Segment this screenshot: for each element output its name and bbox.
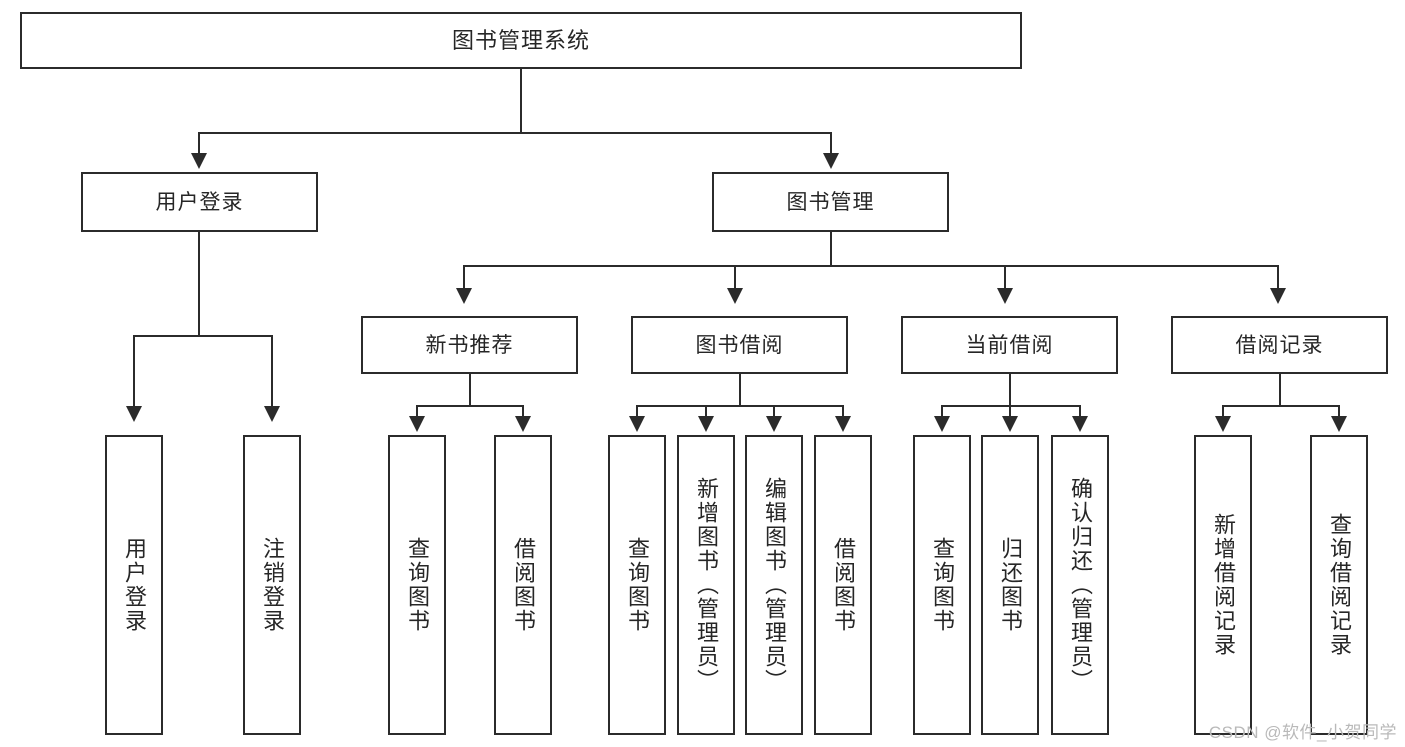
- connector-current-borrow-drop-2: [1009, 405, 1011, 417]
- connector-book-manage-drop-2: [734, 265, 736, 289]
- connector-user-login-drop-2: [271, 335, 273, 407]
- connector-user-login-stem: [198, 232, 200, 336]
- arrow-to-leaf-user-login: [126, 406, 142, 422]
- connector-borrow-record-drop-2: [1338, 405, 1340, 417]
- leaf-label: 编辑图书（管理员）: [761, 477, 787, 693]
- leaf-cb-confirm-return[interactable]: 确认归还（管理员）: [1051, 435, 1109, 735]
- arrow-to-leaf-br-1: [1215, 416, 1231, 432]
- node-root-system[interactable]: 图书管理系统: [20, 12, 1022, 69]
- leaf-label: 查询图书: [404, 537, 430, 633]
- connector-current-borrow-bus: [941, 405, 1081, 407]
- connector-new-book-drop-2: [522, 405, 524, 417]
- arrow-to-current-borrow: [997, 288, 1013, 304]
- arrow-to-leaf-bb-1: [629, 416, 645, 432]
- leaf-label: 借阅图书: [830, 537, 856, 633]
- node-label: 图书借阅: [695, 333, 784, 357]
- arrow-to-leaf-cb-1: [934, 416, 950, 432]
- leaf-bb-query-book[interactable]: 查询图书: [608, 435, 666, 735]
- arrow-to-book-borrow: [727, 288, 743, 304]
- leaf-logout[interactable]: 注销登录: [243, 435, 301, 735]
- connector-borrow-record-drop-1: [1222, 405, 1224, 417]
- node-label: 借阅记录: [1235, 333, 1324, 357]
- arrow-to-leaf-cb-2: [1002, 416, 1018, 432]
- leaf-label: 注销登录: [259, 537, 285, 633]
- leaf-label: 新增图书（管理员）: [693, 477, 719, 693]
- node-label: 图书管理: [786, 190, 875, 214]
- arrow-to-leaf-cb-3: [1072, 416, 1088, 432]
- connector-book-borrow-drop-3: [773, 405, 775, 417]
- arrow-to-new-book-recommend: [456, 288, 472, 304]
- connector-new-book-drop-1: [416, 405, 418, 417]
- leaf-bb-edit-book[interactable]: 编辑图书（管理员）: [745, 435, 803, 735]
- arrow-to-leaf-bb-3: [766, 416, 782, 432]
- node-book-manage[interactable]: 图书管理: [712, 172, 949, 232]
- connector-borrow-record-stem: [1279, 374, 1281, 406]
- leaf-bb-borrow-book[interactable]: 借阅图书: [814, 435, 872, 735]
- leaf-cb-query-book[interactable]: 查询图书: [913, 435, 971, 735]
- arrow-to-borrow-record: [1270, 288, 1286, 304]
- connector-root-stem: [520, 69, 522, 133]
- connector-book-borrow-drop-1: [636, 405, 638, 417]
- leaf-label: 查询图书: [929, 537, 955, 633]
- leaf-label: 确认归还（管理员）: [1067, 477, 1093, 693]
- connector-borrow-record-bus: [1222, 405, 1340, 407]
- leaf-label: 借阅图书: [510, 537, 536, 633]
- connector-root-bus: [198, 132, 832, 134]
- leaf-nbr-query-book[interactable]: 查询图书: [388, 435, 446, 735]
- node-label: 图书管理系统: [451, 27, 590, 53]
- node-current-borrow[interactable]: 当前借阅: [901, 316, 1118, 374]
- node-new-book-recommend[interactable]: 新书推荐: [361, 316, 578, 374]
- node-book-borrow[interactable]: 图书借阅: [631, 316, 848, 374]
- leaf-label: 归还图书: [997, 537, 1023, 633]
- leaf-label: 查询借阅记录: [1326, 513, 1352, 657]
- connector-book-manage-drop-1: [463, 265, 465, 289]
- node-user-login[interactable]: 用户登录: [81, 172, 318, 232]
- leaf-nbr-borrow-book[interactable]: 借阅图书: [494, 435, 552, 735]
- connector-new-book-bus: [416, 405, 524, 407]
- leaf-label: 查询图书: [624, 537, 650, 633]
- node-label: 用户登录: [155, 190, 244, 214]
- connector-book-manage-drop-4: [1277, 265, 1279, 289]
- leaf-cb-return-book[interactable]: 归还图书: [981, 435, 1039, 735]
- arrow-to-leaf-nbr-2: [515, 416, 531, 432]
- connector-current-borrow-stem: [1009, 374, 1011, 406]
- arrow-to-leaf-bb-4: [835, 416, 851, 432]
- arrow-to-leaf-br-2: [1331, 416, 1347, 432]
- connector-current-borrow-drop-3: [1079, 405, 1081, 417]
- connector-book-borrow-drop-4: [842, 405, 844, 417]
- connector-new-book-stem: [469, 374, 471, 406]
- arrow-to-leaf-logout: [264, 406, 280, 422]
- node-label: 新书推荐: [425, 333, 514, 357]
- csdn-watermark: CSDN @软件_小贺同学: [1208, 723, 1397, 742]
- node-borrow-record[interactable]: 借阅记录: [1171, 316, 1388, 374]
- connector-current-borrow-drop-1: [941, 405, 943, 417]
- connector-user-login-bus: [133, 335, 273, 337]
- arrow-to-book-manage: [823, 153, 839, 169]
- leaf-user-login[interactable]: 用户登录: [105, 435, 163, 735]
- connector-book-manage-bus: [463, 265, 1279, 267]
- connector-book-borrow-drop-2: [705, 405, 707, 417]
- leaf-label: 用户登录: [121, 537, 147, 633]
- connector-user-login-drop-1: [133, 335, 135, 407]
- connector-root-drop-right: [830, 132, 832, 154]
- leaf-label: 新增借阅记录: [1210, 513, 1236, 657]
- connector-book-manage-stem: [830, 232, 832, 266]
- leaf-bb-add-book[interactable]: 新增图书（管理员）: [677, 435, 735, 735]
- connector-book-manage-drop-3: [1004, 265, 1006, 289]
- leaf-br-add-record[interactable]: 新增借阅记录: [1194, 435, 1252, 735]
- arrow-to-leaf-nbr-1: [409, 416, 425, 432]
- leaf-br-query-record[interactable]: 查询借阅记录: [1310, 435, 1368, 735]
- node-label: 当前借阅: [965, 333, 1054, 357]
- connector-book-borrow-bus: [636, 405, 844, 407]
- arrow-to-leaf-bb-2: [698, 416, 714, 432]
- arrow-to-user-login: [191, 153, 207, 169]
- connector-book-borrow-stem: [739, 374, 741, 406]
- connector-root-drop-left: [198, 132, 200, 154]
